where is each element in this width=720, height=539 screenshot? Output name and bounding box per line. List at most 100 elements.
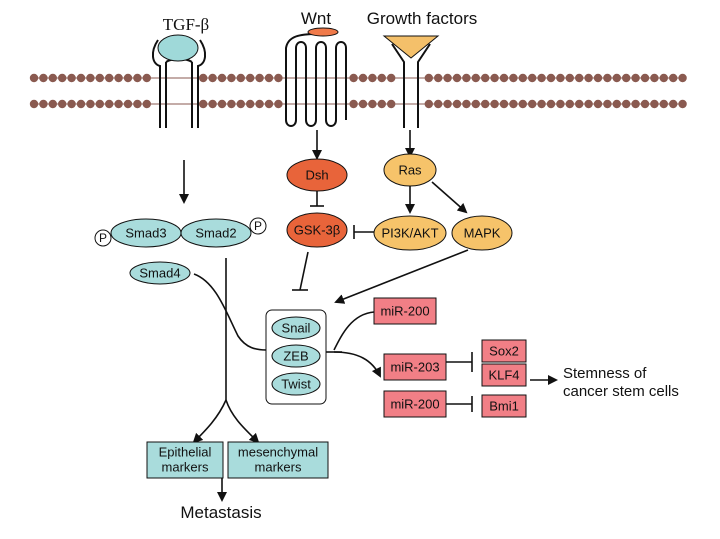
lipid-head [640, 73, 650, 83]
phospho-right-label: P [254, 219, 262, 233]
lipid-head [264, 99, 274, 109]
lipid-head [67, 99, 76, 109]
lipid-head [603, 99, 612, 109]
lipid-head [452, 73, 462, 83]
ras-node [383, 153, 437, 187]
lipid-head [133, 99, 142, 109]
tgf-label: TGF-β [163, 15, 209, 34]
lipid-head [678, 73, 687, 83]
lipid-head [622, 73, 631, 83]
cell-membrane [29, 73, 687, 109]
lipid-head [217, 99, 227, 109]
lipid-head [377, 99, 386, 109]
lipid-head [377, 73, 386, 83]
lipid-head [443, 99, 452, 109]
gsk3b-label: GSK-3β [294, 222, 341, 237]
lipid-head [518, 73, 527, 83]
lipid-head [669, 73, 678, 83]
mir200-bottom-label: miR-200 [390, 396, 439, 411]
lipid-head [659, 73, 668, 83]
lipid-head [593, 73, 603, 83]
sox2-box [481, 339, 527, 363]
lipid-head [358, 73, 368, 83]
lipid-head [39, 99, 48, 109]
lipid-head [236, 99, 245, 109]
lipid-head [387, 99, 396, 109]
signaling-edges [179, 130, 558, 502]
lipid-head [650, 99, 659, 109]
lipid-head [565, 99, 574, 109]
twist-label: Twist [281, 376, 311, 391]
lipid-head [462, 99, 471, 109]
tgf-ligand [157, 34, 199, 62]
mir200-bottom-box [383, 390, 447, 418]
lipid-head [105, 73, 114, 83]
lipid-head [424, 73, 433, 83]
pi3k-akt-label: PI3K/AKT [381, 225, 438, 240]
snail-label: Snail [282, 320, 311, 335]
lipid-head [509, 73, 518, 83]
lipid-head [584, 99, 593, 109]
lipid-head [565, 73, 574, 83]
lipid-head [452, 99, 462, 109]
lipid-head [434, 73, 443, 83]
lipid-head [246, 99, 255, 109]
lipid-head [48, 73, 57, 83]
lipid-head [264, 73, 274, 83]
lipid-head [584, 73, 593, 83]
lipid-head [387, 73, 396, 83]
lipid-head [631, 73, 640, 83]
lipid-head [217, 73, 227, 83]
lipid-head [95, 73, 105, 83]
lipid-head [462, 73, 471, 83]
lipid-head [227, 99, 236, 109]
klf4-box [481, 363, 527, 387]
lipid-head [499, 73, 509, 83]
lipid-head [274, 99, 283, 109]
dsh-node [286, 158, 348, 192]
lipid-head [424, 99, 433, 109]
mir203-box [383, 353, 447, 381]
mapk-node [451, 215, 513, 251]
ras-label: Ras [398, 162, 422, 177]
epithelial-markers-line2: markers [162, 459, 209, 474]
lipid-head [114, 73, 123, 83]
lipid-head [95, 99, 105, 109]
lipid-head [67, 73, 76, 83]
growth-factor-ligand [382, 35, 440, 59]
stemness-line2: cancer stem cells [563, 383, 679, 400]
stemness-line1: Stemness of [563, 365, 647, 382]
lipid-head [537, 73, 546, 83]
lipid-head [368, 99, 377, 109]
lipid-head [528, 99, 537, 109]
lipid-head [236, 73, 245, 83]
smad4-node [129, 261, 191, 285]
lipid-head [208, 99, 217, 109]
sox2-label: Sox2 [489, 343, 519, 358]
zeb-label: ZEB [283, 348, 308, 363]
smad2-node [180, 218, 252, 248]
lipid-head [537, 99, 546, 109]
lipid-head [490, 99, 499, 109]
lipid-head [471, 73, 480, 83]
smad2-label: Smad2 [195, 225, 236, 240]
wnt-ligand [307, 27, 339, 37]
lipid-head [518, 99, 527, 109]
lipid-head [678, 99, 687, 109]
rtk-receptor [391, 43, 431, 128]
mapk-label: MAPK [464, 225, 501, 240]
lipid-head [556, 99, 565, 109]
lipid-head [76, 73, 86, 83]
lipid-head [612, 99, 621, 109]
phospho-left [94, 229, 112, 247]
lipid-head [499, 99, 509, 109]
lipid-head [199, 73, 208, 83]
lipid-head [227, 73, 236, 83]
lipid-head [471, 99, 480, 109]
snail-node [271, 316, 321, 340]
mir200-top-box [373, 297, 437, 325]
lipid-head [528, 73, 537, 83]
lipid-head [255, 73, 264, 83]
lipid-head [593, 99, 603, 109]
smad4-label: Smad4 [139, 265, 180, 280]
